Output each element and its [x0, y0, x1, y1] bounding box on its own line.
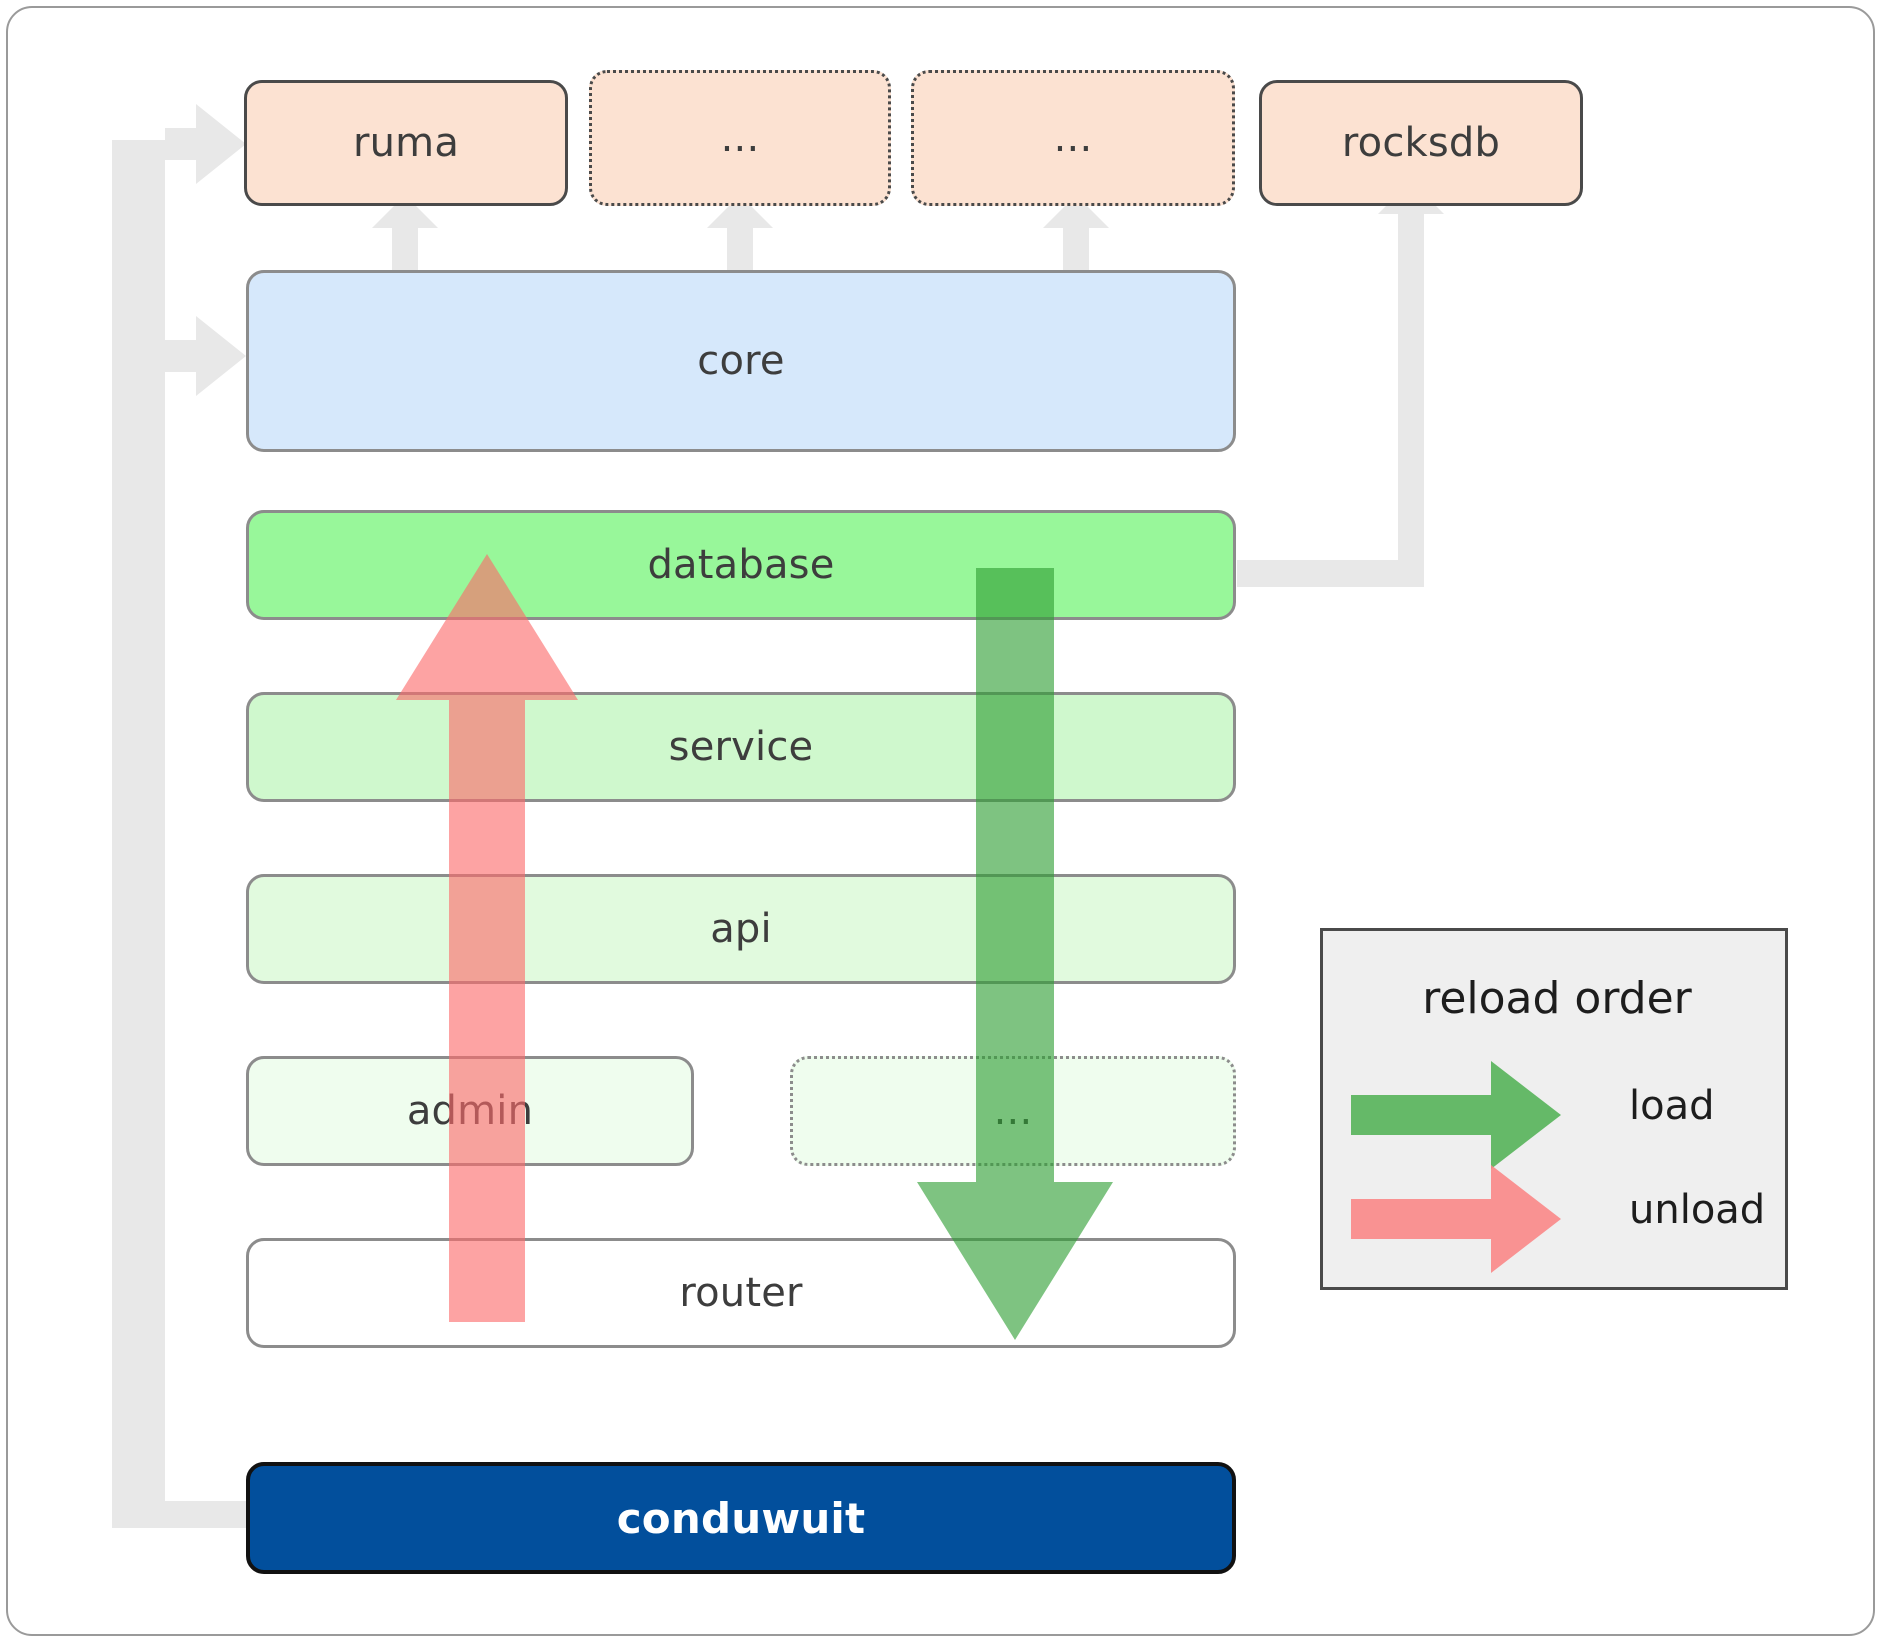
application-label: conduwuit: [616, 1493, 866, 1543]
dependency-box-placeholder-2[interactable]: ...: [911, 70, 1235, 206]
layer-label: database: [647, 542, 835, 588]
layer-box-database[interactable]: database: [246, 510, 1236, 620]
layer-box-api[interactable]: api: [246, 874, 1236, 984]
layer-label: router: [679, 1270, 803, 1316]
dependency-box-rocksdb[interactable]: rocksdb: [1259, 80, 1583, 206]
legend-unload-label: unload: [1629, 1187, 1766, 1233]
layer-label: admin: [406, 1088, 534, 1134]
layer-label: api: [710, 906, 772, 952]
layer-box-admin[interactable]: admin: [246, 1056, 694, 1166]
layer-label: ...: [993, 1088, 1033, 1134]
legend-panel: reload order load unload: [1320, 928, 1788, 1290]
legend-load-arrow-icon: [1351, 1061, 1561, 1169]
layer-box-router[interactable]: router: [246, 1238, 1236, 1348]
dependency-label: ...: [720, 115, 760, 161]
dependency-label: ...: [1053, 115, 1093, 161]
legend-load-label: load: [1629, 1083, 1715, 1129]
dependency-label: ruma: [352, 120, 460, 166]
dependency-box-ruma[interactable]: ruma: [244, 80, 568, 206]
core-box[interactable]: core: [246, 270, 1236, 452]
legend-row-unload: unload: [1323, 1165, 1791, 1273]
legend-row-load: load: [1323, 1061, 1791, 1169]
legend-title: reload order: [1422, 973, 1692, 1024]
layer-box-service[interactable]: service: [246, 692, 1236, 802]
application-box-conduwuit[interactable]: conduwuit: [246, 1462, 1236, 1574]
layer-box-placeholder[interactable]: ...: [790, 1056, 1236, 1166]
dependency-box-placeholder-1[interactable]: ...: [589, 70, 891, 206]
diagram-frame: [6, 6, 1875, 1636]
core-label: core: [697, 338, 785, 384]
dependency-label: rocksdb: [1341, 120, 1501, 166]
layer-label: service: [668, 724, 814, 770]
legend-unload-arrow-icon: [1351, 1165, 1561, 1273]
